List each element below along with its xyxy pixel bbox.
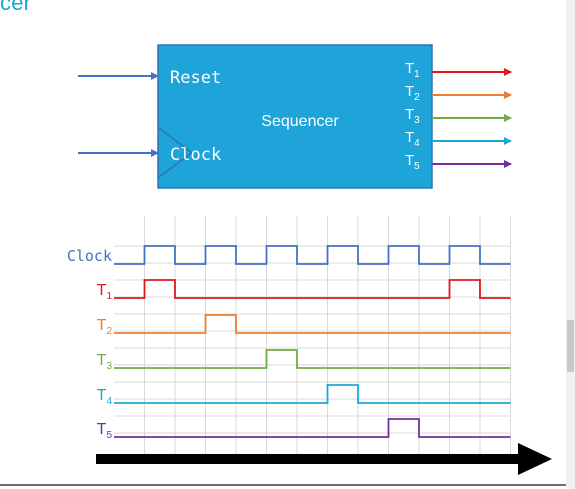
bottom-divider [0,484,566,486]
page-title: cer [0,0,32,15]
signal-label-t2: T2 [97,317,113,337]
timing-waveforms [114,245,511,438]
waveform-t1 [114,279,511,299]
scrollbar-track[interactable] [566,0,575,489]
waveform-t2 [114,314,511,334]
sequencer-box [157,44,433,189]
sequencer-block: Reset Clock Sequencer T1 T2 T3 T4 T5 [157,44,433,189]
signal-label-t3: T3 [97,352,113,372]
signal-label-t4: T4 [97,387,113,407]
waveform-t5 [114,418,511,438]
output-label-t1: T1 [405,60,420,80]
timing-grid [114,216,511,456]
signal-label-t1: T1 [97,282,113,302]
scrollbar-thumb[interactable] [567,320,574,372]
waveform-t3 [114,349,511,369]
clock-input-label: Clock [170,145,221,165]
waveform-t4 [114,384,511,404]
time-arrow [96,443,552,475]
output-label-t4: T4 [405,129,420,149]
output-label-t2: T2 [405,83,420,103]
reset-input-label: Reset [170,68,221,88]
clock-input-triangle [158,127,194,178]
output-label-t3: T3 [405,106,420,126]
signal-label-clock: Clock [67,247,112,265]
sequencer-name-label: Sequencer [261,113,339,130]
waveform-clock [114,245,511,265]
signal-label-t5: T5 [97,421,113,441]
output-label-t5: T5 [405,152,420,172]
